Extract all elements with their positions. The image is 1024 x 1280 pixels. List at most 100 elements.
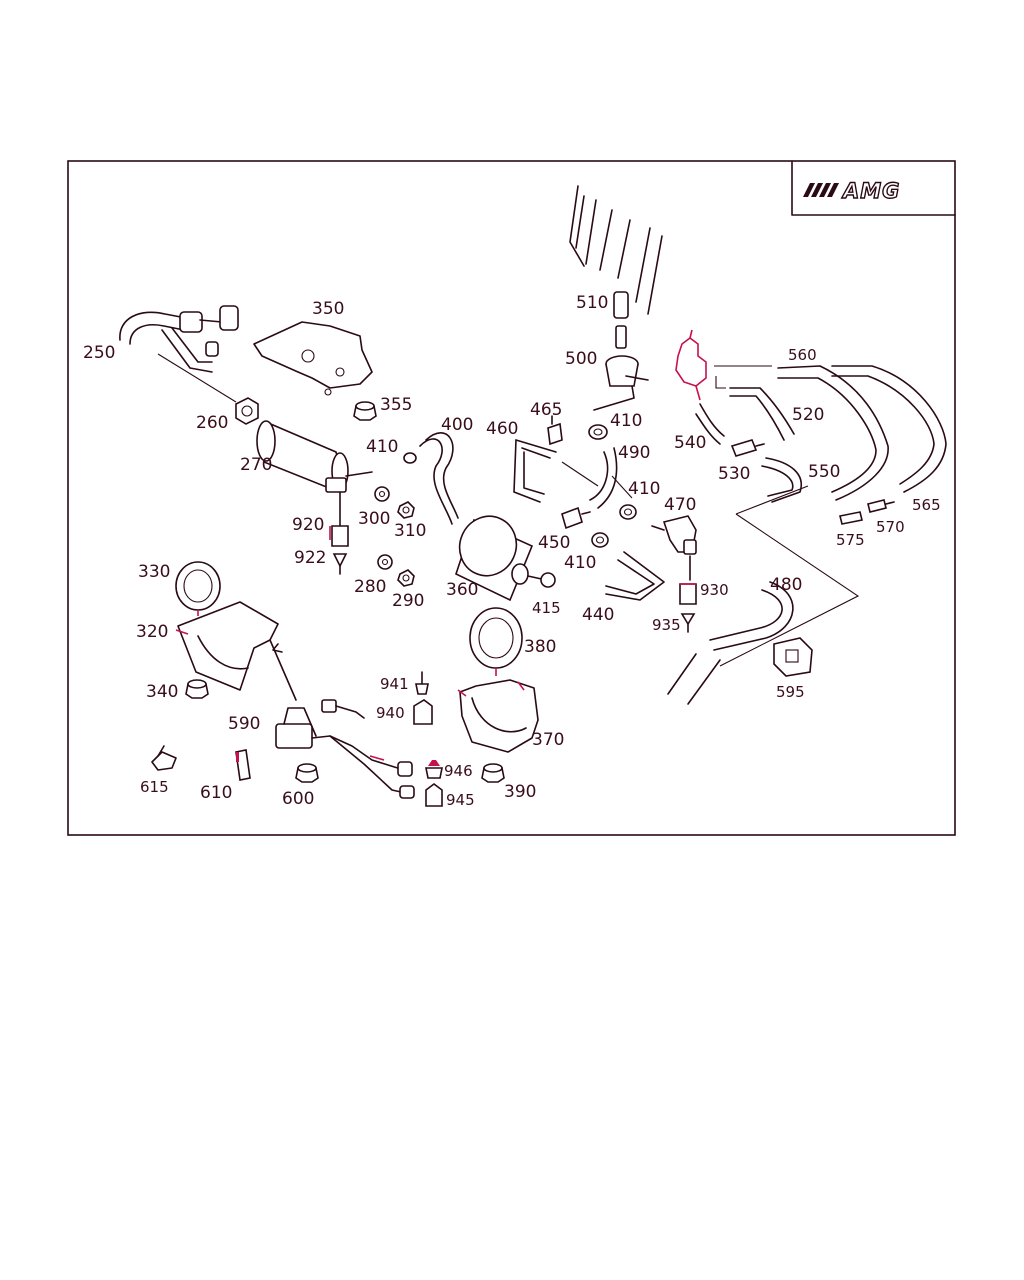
part-540-hose — [695, 403, 725, 445]
part-575-sleeve — [839, 511, 863, 525]
label-565: 565 — [912, 496, 941, 514]
label-600: 600 — [282, 789, 314, 809]
part-590-wiring-harness — [275, 699, 415, 799]
part-565-hose — [831, 365, 947, 493]
label-330: 330 — [138, 562, 170, 582]
part-370-bracket — [457, 679, 539, 753]
part-930-connector — [679, 583, 697, 605]
label-530: 530 — [718, 464, 750, 484]
part-530-connector — [730, 439, 765, 457]
label-941: 941 — [380, 675, 409, 693]
part-460-hose — [513, 439, 557, 503]
label-250: 250 — [83, 343, 115, 363]
label-520: 520 — [792, 405, 824, 425]
part-920-connector — [329, 525, 349, 547]
part-400-hose — [419, 432, 459, 525]
label-595: 595 — [776, 683, 805, 701]
label-355: 355 — [380, 395, 412, 415]
label-575: 575 — [836, 531, 865, 549]
label-550: 550 — [808, 462, 840, 482]
part-300-lock-washer — [374, 486, 390, 502]
label-922: 922 — [294, 548, 326, 568]
label-340: 340 — [146, 682, 178, 702]
label-390: 390 — [504, 782, 536, 802]
label-945: 945 — [446, 791, 475, 809]
part-480-hose — [667, 581, 794, 705]
part-510-hose — [613, 291, 629, 319]
label-410-a: 410 — [366, 437, 398, 457]
part-340-nut — [185, 679, 209, 699]
label-270: 270 — [240, 455, 272, 475]
part-250-hose — [119, 305, 239, 373]
leader-lines — [157, 353, 860, 667]
label-930: 930 — [700, 581, 729, 599]
part-520-hose — [729, 387, 795, 441]
part-940-connector — [413, 699, 433, 725]
label-410-d: 410 — [564, 553, 596, 573]
label-360: 360 — [446, 580, 478, 600]
part-946-pin — [425, 760, 443, 779]
part-490-hose — [589, 447, 618, 509]
part-570-connector — [867, 499, 895, 513]
label-510: 510 — [576, 293, 608, 313]
part-410-clamp-mid — [619, 504, 637, 520]
part-415-clamp — [540, 572, 556, 588]
part-320-bracket — [175, 601, 297, 701]
part-360-fuel-filter — [455, 515, 547, 602]
label-470: 470 — [664, 495, 696, 515]
part-check-valve — [675, 329, 707, 401]
label-490: 490 — [618, 443, 650, 463]
part-595-clip — [773, 637, 813, 677]
label-280: 280 — [354, 577, 386, 597]
part-350-bracket — [253, 321, 373, 396]
part-410-clamp — [403, 452, 417, 464]
part-270-fuel-pump — [256, 420, 373, 527]
label-946: 946 — [444, 762, 473, 780]
part-550-hose — [761, 457, 803, 503]
label-410-b: 410 — [610, 411, 642, 431]
part-440-hose — [605, 551, 665, 601]
part-labels: 250 260 270 280 290 300 310 320 330 340 … — [83, 293, 941, 809]
amg-logo: AMG — [791, 160, 956, 216]
part-470-valve — [651, 515, 697, 581]
part-410-clamp-lower — [591, 532, 609, 548]
part-465-clip — [547, 415, 563, 446]
part-380-rubber-ring — [469, 607, 523, 676]
part-310-nut — [397, 501, 415, 519]
label-380: 380 — [524, 637, 556, 657]
part-330-rubber-ring — [175, 561, 221, 616]
part-560-hose — [777, 365, 889, 501]
label-480: 480 — [770, 575, 802, 595]
label-410-c: 410 — [628, 479, 660, 499]
part-290-nut — [397, 569, 415, 587]
amg-logo-text: AMG — [841, 179, 900, 203]
label-320: 320 — [136, 622, 168, 642]
label-610: 610 — [200, 783, 232, 803]
part-615-clip — [151, 745, 177, 771]
label-450: 450 — [538, 533, 570, 553]
label-260: 260 — [196, 413, 228, 433]
label-590: 590 — [228, 714, 260, 734]
label-560: 560 — [788, 346, 817, 364]
vehicle-body-outline — [569, 185, 663, 315]
part-410-clamp-upper — [588, 424, 608, 440]
label-615: 615 — [140, 778, 169, 796]
part-260-gasket — [235, 397, 259, 425]
part-280-lock-washer — [377, 554, 393, 570]
part-355-nut — [353, 401, 377, 421]
part-600-nut — [295, 763, 319, 783]
label-540: 540 — [674, 433, 706, 453]
part-610-clip — [235, 749, 251, 781]
label-290: 290 — [392, 591, 424, 611]
part-945-connector — [425, 783, 443, 807]
part-941-pin — [415, 671, 429, 695]
label-500: 500 — [565, 349, 597, 369]
part-500-pressure-regulator — [593, 325, 649, 411]
part-922-pin — [332, 553, 348, 575]
label-460: 460 — [486, 419, 518, 439]
diagram-frame — [67, 160, 956, 836]
part-450-connector — [561, 506, 591, 530]
part-935-pin — [680, 613, 696, 633]
part-390-nut — [481, 763, 505, 783]
